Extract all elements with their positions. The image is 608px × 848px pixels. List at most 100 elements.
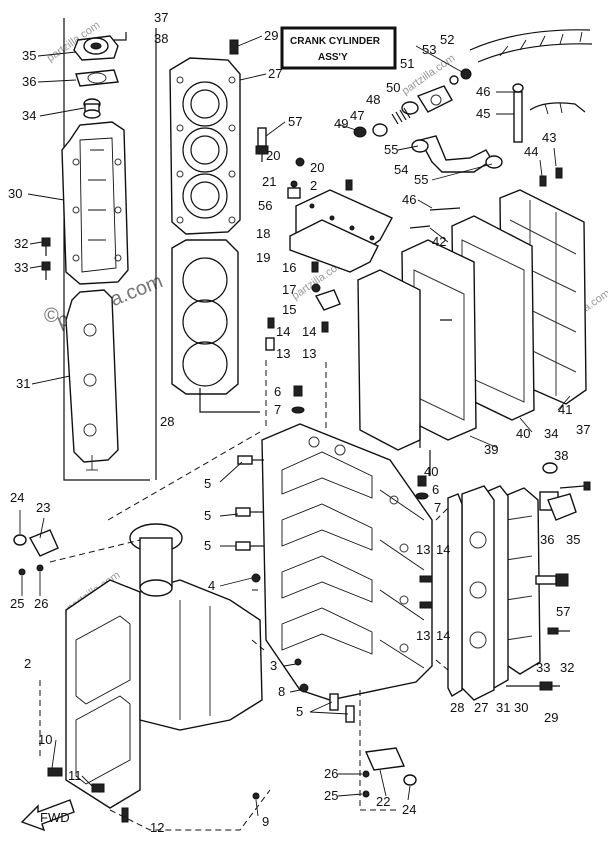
callout-34a: 34 bbox=[22, 108, 36, 123]
bolt-25a bbox=[18, 568, 26, 576]
hose-fitting-51 bbox=[416, 85, 453, 113]
title-line-2: ASS'Y bbox=[318, 52, 348, 63]
callout-41: 41 bbox=[558, 402, 572, 417]
callout-36b: 36 bbox=[540, 532, 554, 547]
thermostat-right bbox=[539, 462, 577, 521]
callout-44: 44 bbox=[524, 144, 538, 159]
callout-49: 49 bbox=[334, 116, 348, 131]
callout-25a: 25 bbox=[10, 596, 24, 611]
callout-38a: 38 bbox=[154, 31, 168, 46]
leader-right bbox=[419, 319, 452, 476]
head-cover bbox=[61, 121, 129, 285]
callout-6a: 6 bbox=[274, 384, 281, 399]
washer-53 bbox=[449, 75, 459, 85]
washer-7b bbox=[415, 492, 429, 500]
callout-8: 8 bbox=[278, 684, 285, 699]
callout-5a: 5 bbox=[204, 476, 211, 491]
dashed-guide-6 bbox=[359, 690, 400, 811]
callout-32b: 32 bbox=[560, 660, 574, 675]
plug-3 bbox=[294, 658, 302, 666]
bolt-11 bbox=[91, 783, 105, 793]
callout-30a: 30 bbox=[8, 186, 22, 201]
callout-27b: 27 bbox=[474, 700, 488, 715]
callout-53: 53 bbox=[422, 42, 436, 57]
bolts-13-14-right bbox=[419, 575, 433, 609]
sender-56 bbox=[287, 180, 301, 199]
callout-39: 39 bbox=[484, 442, 498, 457]
callout-43: 43 bbox=[542, 130, 556, 145]
bolts-29-30-right bbox=[506, 681, 560, 691]
dashed-guide-4 bbox=[265, 360, 327, 430]
callout-5d: 5 bbox=[296, 704, 303, 719]
callout-42: 42 bbox=[432, 234, 446, 249]
hose-45 bbox=[512, 83, 524, 143]
bolt-43 bbox=[555, 167, 563, 179]
plug-8 bbox=[299, 683, 309, 693]
spark-plug-right bbox=[535, 573, 569, 587]
callout-33b: 33 bbox=[536, 660, 550, 675]
callout-12: 12 bbox=[150, 820, 164, 835]
plug-24a bbox=[13, 534, 27, 546]
callout-33a: 33 bbox=[14, 260, 28, 275]
bolt-20a bbox=[295, 157, 305, 167]
bolt-33 bbox=[41, 261, 51, 280]
head-cover-gasket bbox=[65, 289, 119, 471]
bolt-16 bbox=[311, 261, 319, 273]
plug-9 bbox=[252, 792, 260, 800]
callout-26a: 26 bbox=[34, 596, 48, 611]
callout-19: 19 bbox=[256, 250, 270, 265]
bolt-14a bbox=[267, 317, 275, 329]
callout-37a: 37 bbox=[154, 10, 168, 25]
callout-10: 10 bbox=[38, 732, 52, 747]
cylinder-head bbox=[169, 57, 241, 235]
callout-38b: 38 bbox=[554, 448, 568, 463]
callout-7a: 7 bbox=[274, 402, 281, 417]
bolt-44 bbox=[539, 175, 547, 187]
cylinder-block bbox=[261, 423, 433, 701]
bolts-32-33-right bbox=[547, 627, 570, 635]
dowel-13 bbox=[265, 337, 275, 351]
callout-31: 31 bbox=[16, 376, 30, 391]
callout-16: 16 bbox=[282, 260, 296, 275]
copyright-mark: © bbox=[44, 305, 59, 327]
pin-46b bbox=[429, 207, 461, 211]
callout-13b: 13 bbox=[302, 346, 316, 361]
callout-48: 48 bbox=[366, 92, 380, 107]
bolt-14b bbox=[321, 321, 329, 333]
callout-31b: 31 bbox=[496, 700, 510, 715]
callout-9: 9 bbox=[262, 814, 269, 829]
callout-54: 54 bbox=[394, 162, 408, 177]
bolt-25b bbox=[362, 790, 370, 798]
dashed-guide-1 bbox=[49, 539, 141, 563]
callout-14d: 14 bbox=[436, 628, 450, 643]
plug-24b bbox=[403, 774, 417, 786]
callout-13a: 13 bbox=[276, 346, 290, 361]
callout-57b: 57 bbox=[556, 604, 570, 619]
fitting-5c bbox=[235, 541, 264, 551]
callout-11: 11 bbox=[68, 768, 82, 783]
bolt-6a bbox=[293, 385, 303, 397]
callout-47: 47 bbox=[350, 108, 364, 123]
callout-32a: 32 bbox=[14, 236, 28, 251]
callout-51: 51 bbox=[400, 56, 414, 71]
callout-25b: 25 bbox=[324, 788, 338, 803]
cap-49 bbox=[353, 126, 367, 138]
bolt-6b bbox=[417, 475, 427, 487]
bracket-23 bbox=[29, 529, 59, 557]
callout-40b: 40 bbox=[424, 464, 438, 479]
engine-cover-fragment bbox=[469, 29, 593, 115]
bolt-29 bbox=[229, 39, 239, 55]
callout-56: 56 bbox=[258, 198, 272, 213]
plug-4 bbox=[251, 573, 261, 583]
callout-46b: 46 bbox=[402, 192, 416, 207]
callout-37b: 37 bbox=[576, 422, 590, 437]
callout-24a: 24 bbox=[10, 490, 24, 505]
dashed-guide-5 bbox=[251, 589, 265, 651]
callout-5c: 5 bbox=[204, 538, 211, 553]
spring-48 bbox=[391, 107, 411, 125]
callout-2b: 2 bbox=[24, 656, 31, 671]
exhaust-gasket-40b bbox=[357, 269, 421, 451]
callout-7b: 7 bbox=[434, 500, 441, 515]
callout-18: 18 bbox=[256, 226, 270, 241]
